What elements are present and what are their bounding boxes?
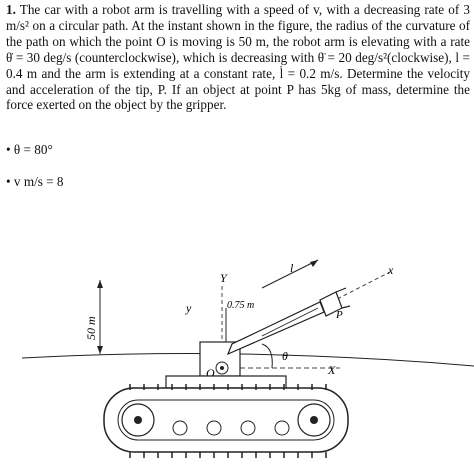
- arm-inner: [261, 307, 319, 337]
- offset-label: 0.75 m: [227, 300, 254, 311]
- roller-2: [206, 420, 222, 436]
- l-label: l: [290, 261, 294, 275]
- problem-text: The car with a robot arm is travelling w…: [6, 2, 470, 113]
- roller-1: [172, 420, 188, 436]
- radius-arrow-top: [97, 280, 103, 288]
- l-arrow: [310, 260, 318, 267]
- X-axis-label: X: [327, 363, 336, 377]
- given-theta: • θ = 80°: [6, 142, 53, 158]
- chassis-top: [165, 375, 287, 389]
- joint-O-inner: [220, 366, 224, 370]
- ground-arc: [21, 353, 474, 367]
- problem-number: 1.: [6, 2, 16, 17]
- roller-4: [274, 420, 290, 436]
- y-axis-label: y: [185, 301, 192, 315]
- O-label: O: [206, 366, 215, 380]
- robot-car-figure: 50 m Y y X x l 0.75 m O P θ: [21, 259, 474, 458]
- radius-arrow-bottom: [97, 346, 103, 354]
- problem-statement: 1. The car with a robot arm is travellin…: [6, 2, 470, 113]
- given-theta-text: θ = 80°: [13, 142, 53, 157]
- wheel-left-hub: [134, 416, 142, 424]
- bullet-icon: •: [6, 174, 11, 189]
- theta-arc: [261, 343, 273, 369]
- radius-label: 50 m: [84, 316, 98, 340]
- given-speed-text: v m/s = 8: [13, 174, 64, 189]
- gripper-jaw-top: [335, 287, 347, 293]
- P-label: P: [335, 309, 343, 321]
- wheel-right-hub: [310, 416, 318, 424]
- x-axis-label: x: [387, 263, 394, 277]
- robot-arm: [226, 301, 325, 356]
- l-dimension-line: [261, 259, 319, 289]
- given-speed: • v m/s = 8: [6, 174, 64, 190]
- roller-3: [240, 420, 256, 436]
- gripper-jaw-bottom: [341, 305, 351, 309]
- Y-axis-label: Y: [220, 271, 228, 285]
- bullet-icon: •: [6, 142, 11, 157]
- track-cleats: [129, 384, 327, 458]
- theta-label: θ: [282, 349, 288, 363]
